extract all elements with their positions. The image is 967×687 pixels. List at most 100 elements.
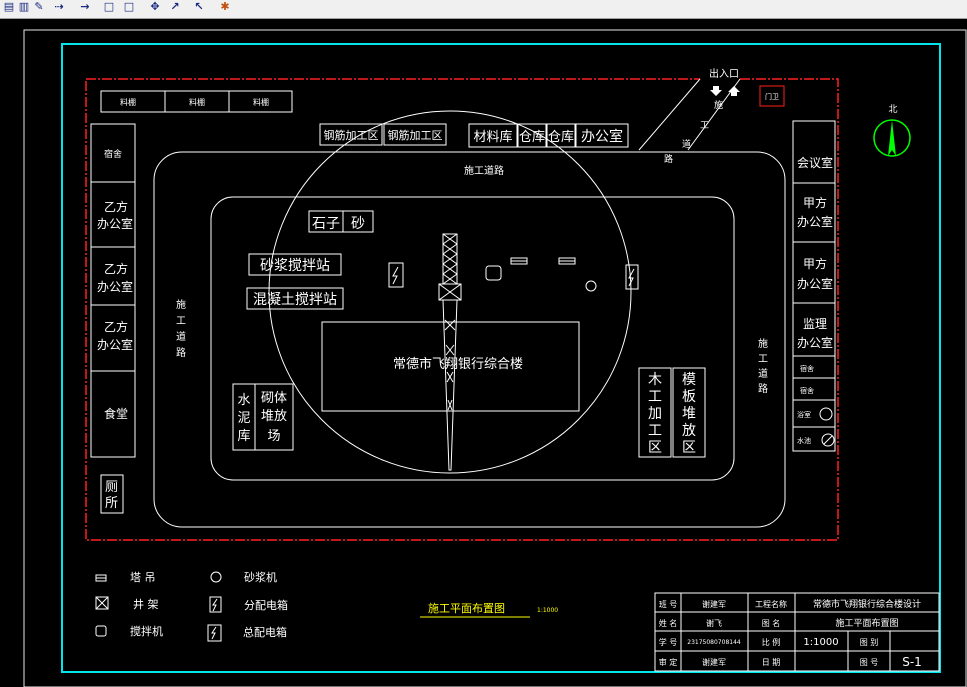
left-room-label: 宿舍 (104, 148, 122, 160)
right-room-label: 宿舍 (800, 386, 814, 395)
left-room-label: 乙方 (104, 199, 128, 214)
left-room (90, 246, 136, 306)
pointer-icon[interactable]: ↖ (194, 0, 204, 13)
right-room-label: 浴室 (797, 410, 811, 419)
title-block-cell: 工程名称 (755, 599, 787, 609)
main-building (321, 321, 580, 412)
formwork-area-label: 板 (682, 389, 696, 405)
road-right-label: 道 (758, 367, 768, 380)
title-block-cell: 比 例 (762, 637, 781, 647)
legend-mortar-icon (210, 571, 222, 583)
formwork-area-label: 放 (682, 423, 696, 439)
sheet-outer-frame (23, 29, 967, 687)
building-label: 常德市飞翔银行综合楼 (393, 356, 523, 372)
north-label: 北 (888, 104, 897, 115)
tower-crane (438, 233, 462, 471)
right-room-label: 办公室 (797, 214, 833, 229)
right-room-label: 监理 (803, 317, 827, 331)
wood-area-label: 工 (648, 389, 662, 405)
arrow-icon[interactable]: ⇢ (54, 0, 64, 13)
shed-label: 料棚 (189, 97, 205, 107)
right-room-label: 宿舍 (800, 364, 814, 373)
brush-icon[interactable]: ✱ (220, 0, 230, 13)
sub-box-icon (625, 264, 639, 290)
title-block-cell: 日 期 (762, 658, 781, 667)
concrete-station-label: 混凝土搅拌站 (253, 292, 337, 308)
square-icon[interactable]: □ (103, 0, 115, 13)
wood-area-label: 工 (648, 423, 662, 439)
square-icon[interactable]: □ (123, 0, 135, 13)
drawing-border (61, 43, 941, 673)
legend-label: 砂浆机 (244, 570, 277, 584)
left-room-label: 所 (105, 496, 118, 511)
road-right-label: 路 (758, 382, 768, 395)
copy-icon[interactable]: ▥ (18, 0, 30, 13)
formwork-area-label: 区 (682, 440, 696, 456)
mortar-station-label: 砂浆搅拌站 (260, 258, 330, 274)
gate-house (759, 85, 785, 107)
rebar-area-label: 钢筋加工区 (388, 128, 443, 142)
legend-label: 总配电箱 (243, 625, 287, 639)
mortar-machine-icon (585, 280, 597, 292)
title-block-cell: 施工平面布置图 (835, 617, 898, 629)
cross-arrow-icon[interactable]: ✥ (150, 0, 160, 13)
right-room-label: 办公室 (797, 276, 833, 291)
drawing-number: S-1 (902, 655, 922, 669)
title-block-cell: 图 名 (762, 618, 781, 628)
arrow-icon[interactable]: → (80, 0, 90, 13)
warehouse-label: 仓库 (548, 129, 574, 145)
entrance-in-arrow-icon (710, 86, 722, 96)
paste-icon[interactable]: ▤ (3, 0, 15, 13)
legend-label: 井 架 (133, 597, 159, 611)
left-room-label: 办公室 (97, 216, 133, 231)
sub-box-icon (388, 262, 404, 288)
title-block-cell: 谢建军 (702, 657, 726, 667)
shed-label: 料棚 (253, 97, 269, 107)
shed-label: 料棚 (120, 97, 136, 107)
road-left-label: 路 (176, 346, 186, 359)
drawing-scale: 1:1000 (537, 607, 558, 614)
office-label: 办公室 (581, 128, 623, 145)
title-block-cell: 班 号 (659, 599, 678, 609)
warehouse-label: 仓库 (519, 129, 545, 145)
road-right-label: 工 (758, 354, 768, 365)
left-room (90, 370, 136, 458)
sand-label: 砂 (351, 216, 365, 232)
title-block-cell: 姓 名 (659, 618, 678, 628)
left-room-label: 乙方 (104, 261, 128, 276)
right-room-label: 办公室 (797, 335, 833, 350)
pen-icon[interactable]: ✎ (34, 0, 44, 13)
entrance-road-label: 道 (682, 138, 691, 150)
right-room-label: 会议室 (797, 155, 833, 170)
entrance-road-edge (638, 78, 701, 151)
left-room-label: 乙方 (104, 319, 128, 334)
title-block (654, 592, 940, 672)
title-block-cell: 图 号 (860, 658, 879, 667)
rebar-area-label: 钢筋加工区 (324, 128, 379, 142)
cement-label: 水 (237, 393, 250, 408)
cement-label: 泥 (237, 411, 250, 426)
formwork-area-label: 模 (682, 372, 696, 388)
block-yard-label: 场 (267, 429, 280, 444)
shed-row (100, 90, 293, 113)
gate-label: 门卫 (765, 92, 779, 101)
title-block-cell: 审 定 (659, 657, 678, 667)
title-block-cell: 学 号 (659, 637, 678, 647)
pointer-icon[interactable]: ↗ (170, 0, 180, 13)
legend-label: 分配电箱 (244, 598, 288, 612)
title-block-cell: 图 别 (860, 638, 879, 647)
wood-area-label: 木 (648, 372, 662, 388)
left-room-label: 食堂 (104, 406, 128, 421)
entrance-road-label: 施 (714, 99, 723, 111)
title-block-cell: 23175080708144 (687, 639, 741, 646)
left-room (100, 474, 124, 514)
entrance-road-label: 路 (664, 153, 673, 165)
legend-main-box-icon (207, 624, 222, 642)
right-room-label: 甲方 (803, 256, 827, 271)
cement-label: 库 (237, 428, 250, 444)
cad-toolbar: ▤ ▥ ✎ ⇢ → □ □ ✥ ↗ ↖ ✱ (0, 0, 967, 19)
formwork-area-label: 堆 (682, 406, 696, 422)
road-outer (153, 151, 786, 528)
title-block-cell: 常德市飞翔银行综合楼设计 (813, 598, 921, 610)
